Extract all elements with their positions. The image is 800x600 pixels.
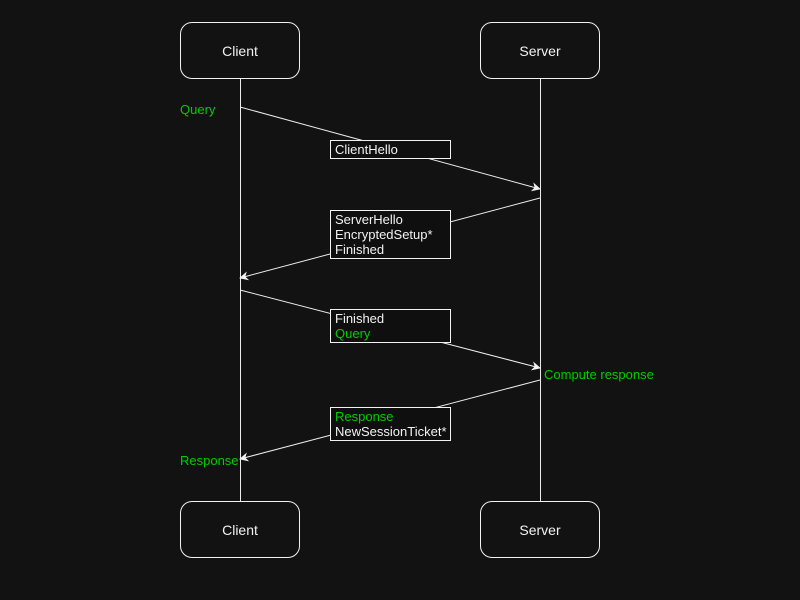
annotation-response: Response [180, 453, 239, 468]
message-label-serverhello: ServerHello EncryptedSetup* Finished [330, 210, 451, 259]
actor-box-client-bottom: Client [180, 501, 300, 558]
message-line: EncryptedSetup* [335, 227, 433, 242]
message-line: Query [335, 326, 371, 341]
annotation-query: Query [180, 102, 216, 117]
actor-box-server-top: Server [480, 22, 600, 79]
message-label-clienthello: ClientHello [330, 140, 451, 159]
message-label-finished-query: Finished Query [330, 309, 451, 343]
message-label-response-ticket: Response NewSessionTicket* [330, 407, 451, 441]
actor-box-server-bottom: Server [480, 501, 600, 558]
message-line: ClientHello [335, 142, 398, 157]
annotation-compute-response: Compute response [544, 367, 654, 382]
message-line: Response [335, 409, 394, 424]
actor-label-server: Server [519, 42, 561, 59]
message-line: ServerHello [335, 212, 403, 227]
actor-label-client: Client [222, 42, 258, 59]
message-line: Finished [335, 311, 385, 326]
message-line: Finished [335, 242, 385, 257]
actor-label-server: Server [519, 521, 561, 538]
message-line: NewSessionTicket* [335, 424, 447, 439]
actor-box-client-top: Client [180, 22, 300, 79]
actor-label-client: Client [222, 521, 258, 538]
